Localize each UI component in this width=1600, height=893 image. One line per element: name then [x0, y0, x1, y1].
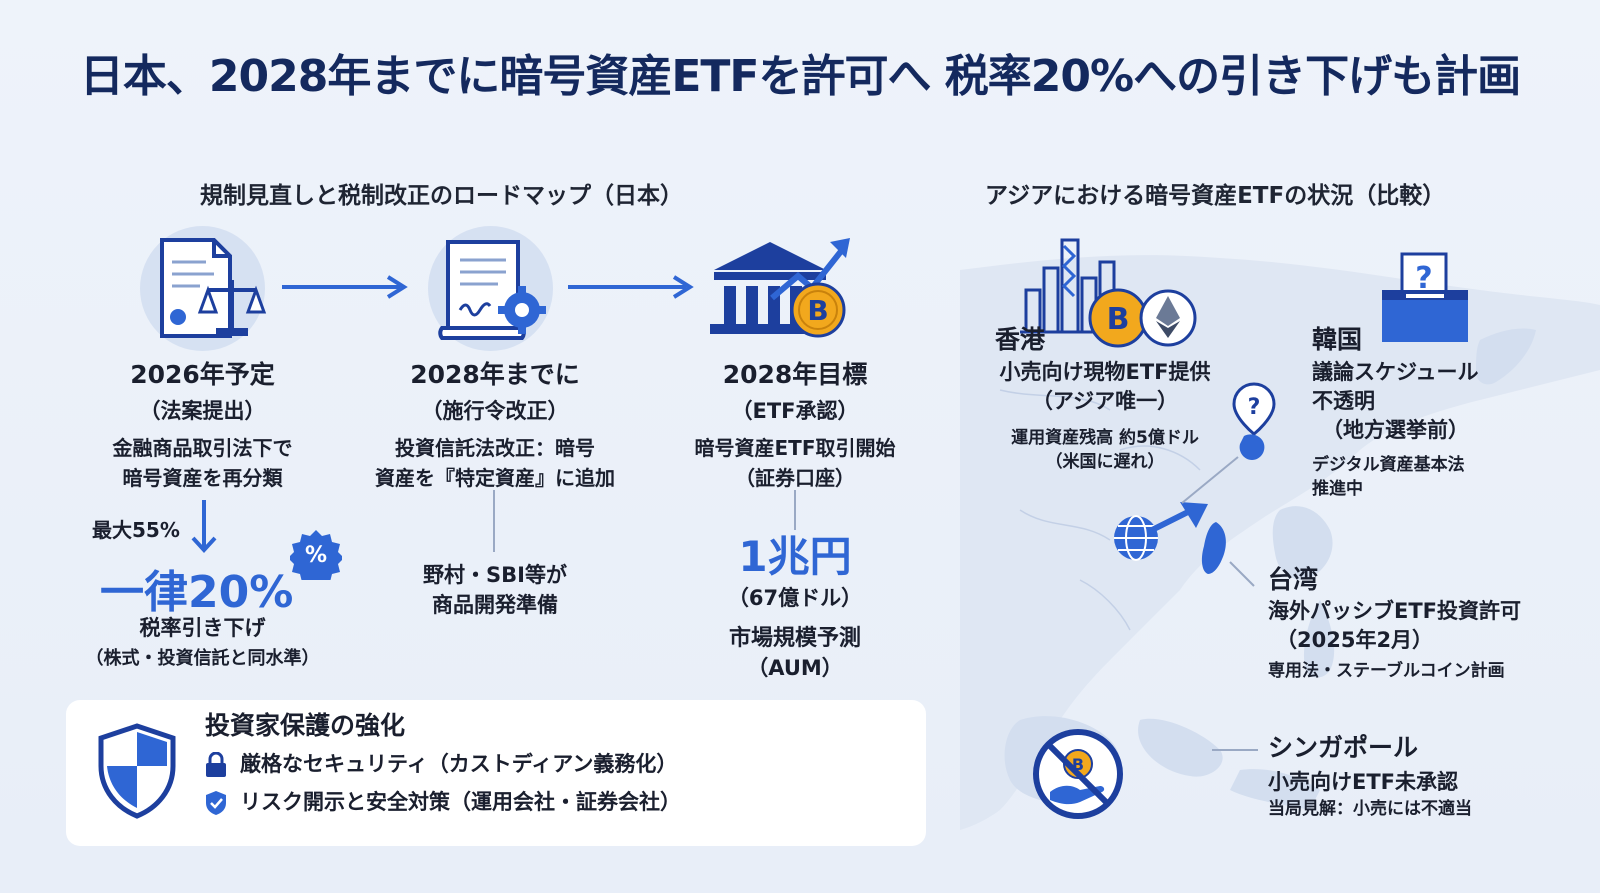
ballot-box-icon: ? [1382, 252, 1468, 342]
flow-arrow-2 [568, 275, 694, 299]
hongkong-skyline-crypto-icon: B [1020, 238, 1197, 348]
singapore-line1: 小売向けETF未承認 [1268, 770, 1459, 794]
step-2-desc: 投資信託法改正：暗号 資産を『特定資産』に追加 [345, 433, 645, 493]
step-1-head: 2026年予定 [130, 360, 275, 389]
market-usd: （67億ドル） [727, 586, 863, 610]
market-value: 1兆円 [738, 532, 852, 581]
singapore-name: シンガポール [1268, 733, 1419, 762]
percent-badge-text: % [305, 543, 327, 568]
singapore-small1: 当局見解：小売には不適当 [1268, 799, 1472, 819]
step-3-desc: 暗号資産ETF取引開始 （証券口座） [660, 433, 930, 493]
shield-icon [98, 723, 176, 819]
step-1-desc-line1: 金融商品取引法下で [112, 436, 293, 460]
step-2: 2028年までに （施行令改正） 投資信託法改正：暗号 資産を『特定資産』に追加 [345, 355, 645, 493]
taiwan-name: 台湾 [1268, 565, 1319, 594]
hongkong-name: 香港 [995, 325, 1046, 354]
page-title: 日本、2028年までに暗号資産ETFを許可へ 税率20%への引き下げも計画 [79, 51, 1521, 102]
step-3-desc-line1: 暗号資産ETF取引開始 [694, 436, 896, 460]
shield-check-icon [206, 791, 226, 815]
step-1-desc: 金融商品取引法下で 暗号資産を再分類 [80, 433, 325, 493]
korea-name: 韓国 [1312, 325, 1363, 354]
taiwan-small1: 専用法・ステーブルコイン計画 [1268, 661, 1505, 681]
korea-small2: 推進中 [1312, 479, 1363, 499]
taiwan-shape-icon [1201, 522, 1226, 574]
tax-to-value: 一律20% [100, 567, 294, 618]
step-1-desc-line2: 暗号資産を再分類 [122, 466, 283, 490]
tax-caption-block: 税率引き下げ （株式・投資信託と同水準） [60, 612, 345, 670]
roadmap-section-title: 規制見直しと税制改正のロードマップ（日本） [200, 183, 683, 209]
svg-text:B: B [807, 294, 828, 327]
korea-line3: （地方選挙前） [1322, 418, 1469, 442]
hongkong-small2: （米国に遅れ） [1045, 452, 1165, 472]
asia-section-title: アジアにおける暗号資産ETFの状況（比較） [985, 183, 1446, 209]
asia-map [960, 255, 1600, 830]
taiwan-line1: 海外パッシブETF投資許可 [1268, 599, 1522, 623]
prep-line2: 商品開発準備 [432, 593, 558, 617]
tax-note: （株式・投資信託と同水準） [85, 648, 320, 669]
no-bitcoin-icon: B [1033, 729, 1123, 819]
connector-line-2 [493, 490, 495, 552]
step-2-desc-line1: 投資信託法改正：暗号 [395, 436, 595, 460]
step-2-desc-line2: 資産を『特定資産』に追加 [375, 466, 615, 490]
step-1-sub: （法案提出） [139, 399, 266, 423]
globe-arrow-icon [1114, 502, 1208, 561]
percent-badge-icon: % [290, 530, 342, 580]
prep-line1: 野村・SBI等が [423, 563, 567, 587]
flow-arrow-1 [282, 275, 408, 299]
step-2-head: 2028年までに [410, 360, 580, 389]
korea-pin-question: ? [1248, 395, 1261, 420]
connector-line-3 [794, 490, 796, 530]
hongkong-line1: 小売向け現物ETF提供 [999, 360, 1211, 384]
prep-block: 野村・SBI等が 商品開発準備 [385, 560, 605, 620]
protection-item-2: リスク開示と安全対策（運用会社・証券会社） [240, 790, 681, 814]
market-block: 1兆円 （67億ドル） 市場規模予測 （AUM） [690, 532, 900, 682]
hongkong-line2: （アジア唯一） [1031, 389, 1179, 413]
connector-hk-korea [1181, 456, 1239, 504]
hongkong-small1: 運用資産残高 約5億ドル [1011, 428, 1199, 448]
korea-line1: 議論スケジュール [1312, 360, 1479, 384]
contract-gear-icon [438, 240, 546, 340]
bank-bitcoin-icon: B [710, 238, 850, 338]
lock-icon [206, 752, 226, 777]
taiwan-block: 海外パッシブETF投資許可 （2025年2月） 専用法・ステーブルコイン計画 [1268, 597, 1521, 683]
step-3-sub: （ETF承認） [731, 399, 859, 423]
step-3-desc-line2: （証券口座） [735, 466, 855, 490]
svg-text:B: B [1107, 302, 1130, 337]
step-3-head: 2028年目標 [722, 360, 868, 389]
korea-line2: 不透明 [1312, 389, 1375, 413]
market-label: 市場規模予測 [728, 626, 861, 651]
ballot-question-mark: ? [1415, 261, 1432, 296]
korea-small1: デジタル資産基本法 [1312, 455, 1465, 475]
step-2-sub: （施行令改正） [421, 399, 569, 423]
connector-singapore [1212, 749, 1258, 751]
tax-down-arrow-icon [191, 500, 217, 553]
hongkong-block: 小売向け現物ETF提供 （アジア唯一） 運用資産残高 約5億ドル （米国に遅れ） [985, 358, 1225, 474]
connector-taiwan [1229, 561, 1255, 587]
protection-title: 投資家保護の強化 [205, 711, 406, 740]
taiwan-line2: （2025年2月） [1276, 628, 1434, 652]
singapore-block: 小売向けETF未承認 当局見解：小売には不適当 [1268, 768, 1472, 821]
market-unit: （AUM） [747, 656, 843, 680]
step-1: 2026年予定 （法案提出） 金融商品取引法下で 暗号資産を再分類 [80, 355, 325, 493]
step-3: 2028年目標 （ETF承認） 暗号資産ETF取引開始 （証券口座） [660, 355, 930, 493]
korea-block: 議論スケジュール 不透明 （地方選挙前） デジタル資産基本法 推進中 [1312, 358, 1479, 501]
tax-from-label: 最大55% [92, 518, 180, 542]
protection-item-1: 厳格なセキュリティ（カストディアン義務化） [240, 752, 678, 776]
law-scales-icon [160, 238, 267, 338]
korea-pin-icon: ? [1232, 382, 1276, 460]
tax-caption: 税率引き下げ [139, 616, 266, 640]
